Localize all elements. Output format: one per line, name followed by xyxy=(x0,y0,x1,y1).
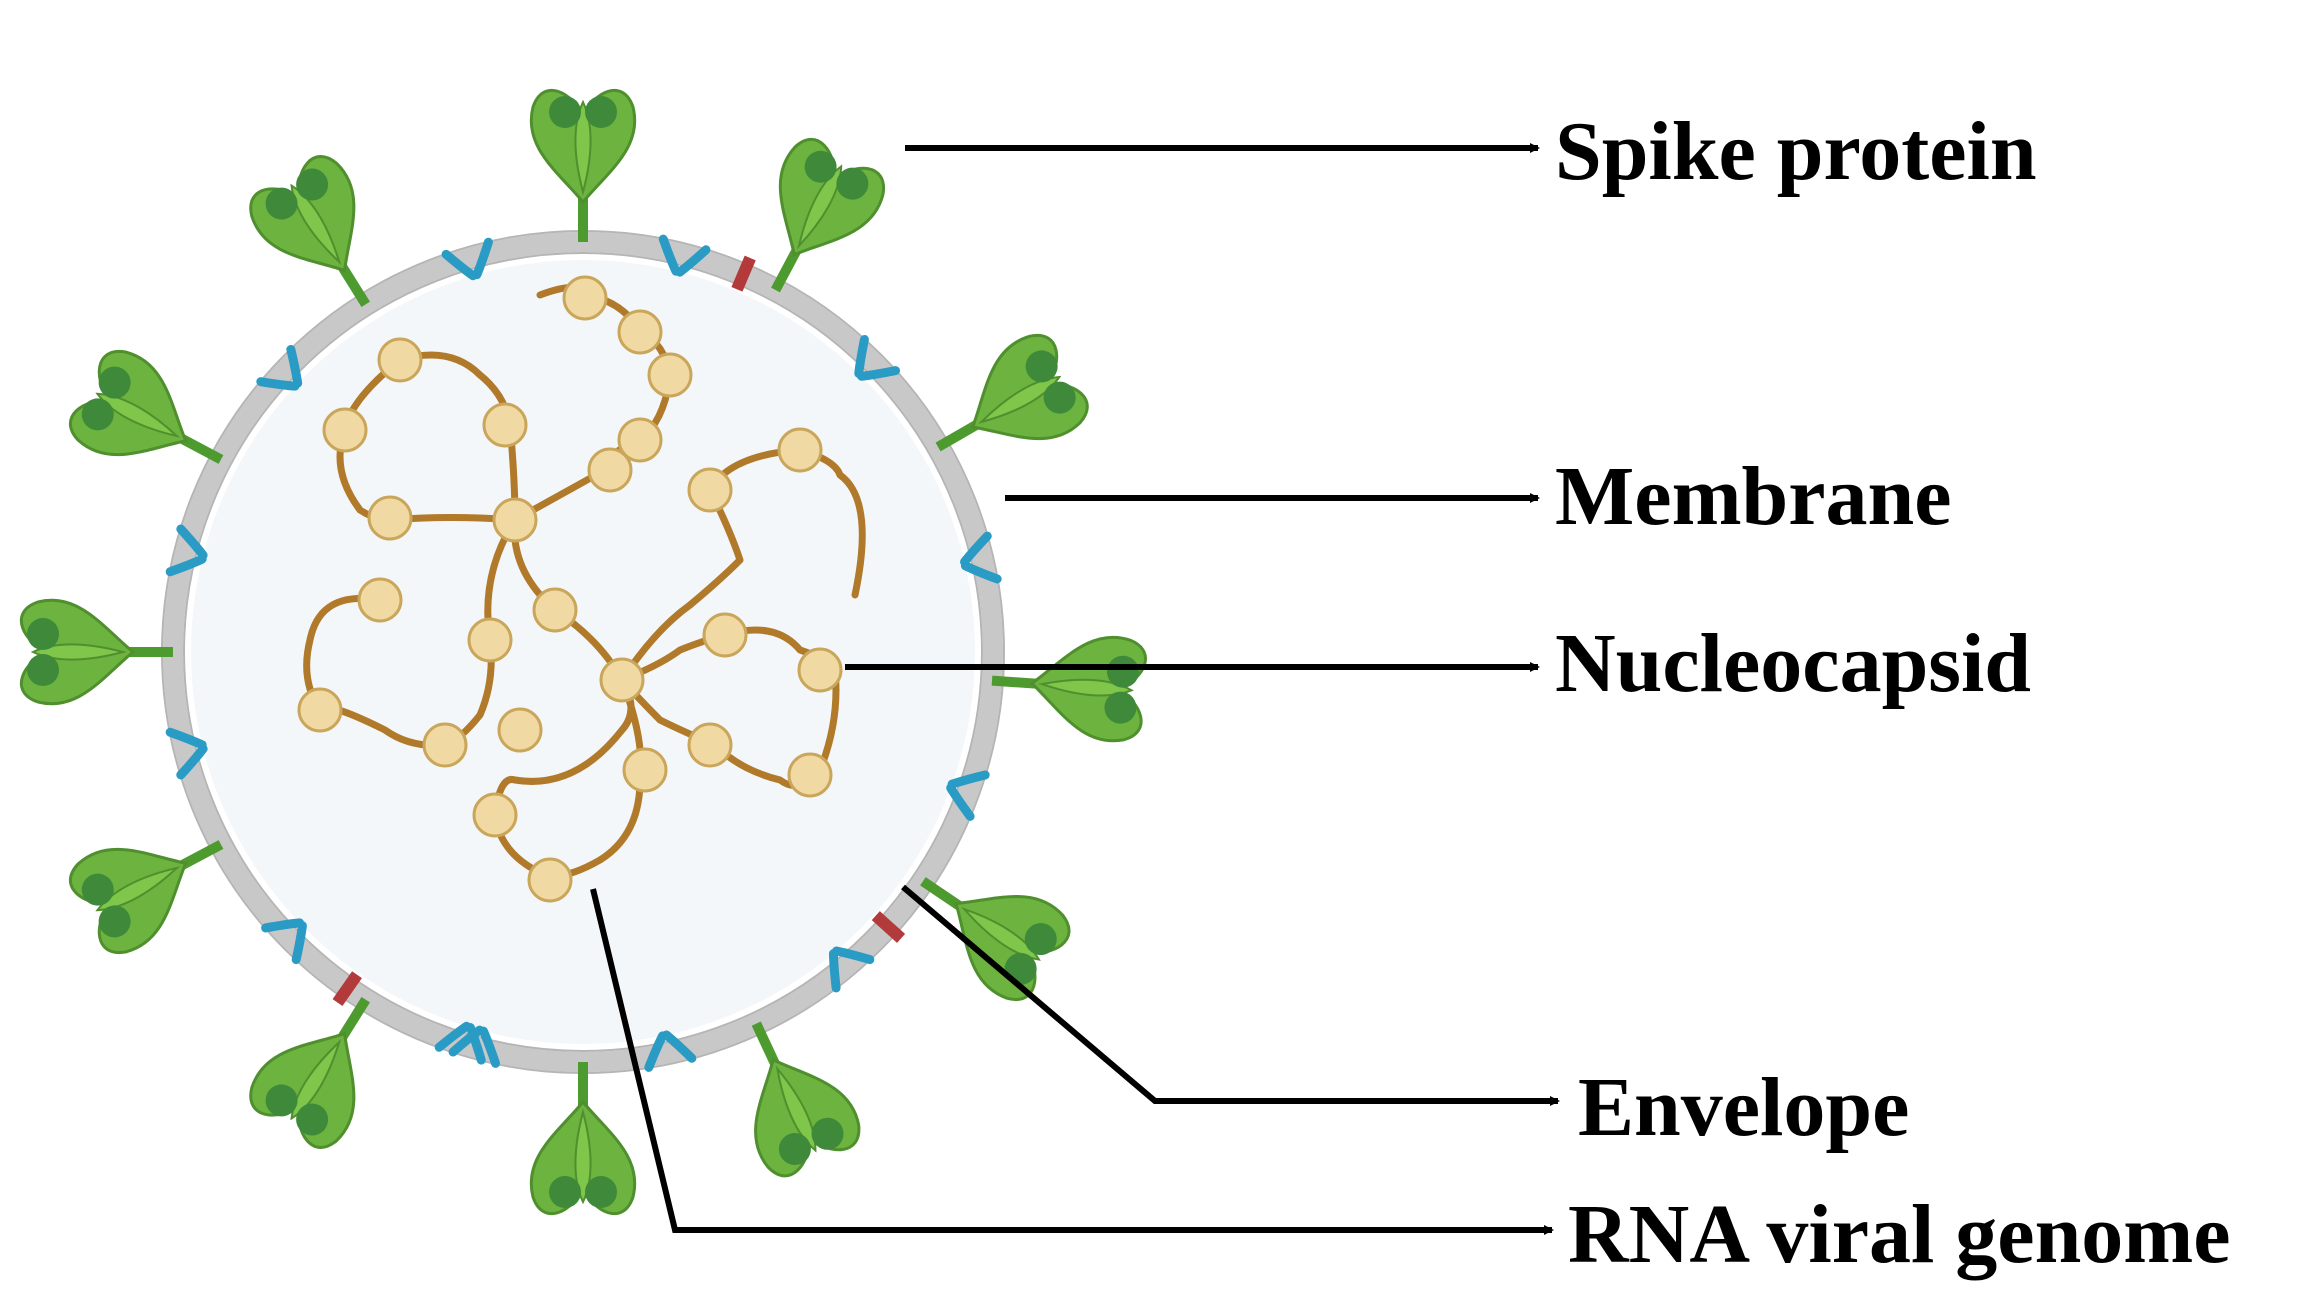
leader-lines xyxy=(590,143,1560,1235)
nucleocapsid-bead xyxy=(797,647,843,693)
nucleocapsid-bead xyxy=(599,657,645,703)
nucleocapsid-bead xyxy=(687,722,733,768)
spike xyxy=(19,598,175,706)
nucleocapsid-bead xyxy=(532,587,578,633)
nucleocapsid-bead xyxy=(777,427,823,473)
nucleocapsid-bead xyxy=(297,687,343,733)
nucleocapsid-beads xyxy=(297,275,843,903)
nucleocapsid-bead xyxy=(687,467,733,513)
nucleocapsid-bead xyxy=(357,577,403,623)
nucleocapsid-bead xyxy=(367,495,413,541)
arrow-rna-viral-genome xyxy=(590,888,1554,1235)
nucleocapsid-bead xyxy=(787,752,833,798)
nucleocapsid-bead xyxy=(377,337,423,383)
envelope-protein xyxy=(871,911,906,943)
nucleocapsid-bead xyxy=(527,857,573,903)
nucleocapsid-bead xyxy=(482,402,528,448)
label-nucleocapsid: Nucleocapsid xyxy=(1555,617,2032,710)
label-rna-viral-genome: RNA viral genome xyxy=(1568,1188,2231,1281)
envelope-proteins xyxy=(332,255,906,1007)
nucleocapsid-bead xyxy=(497,707,543,753)
nucleocapsid-bead xyxy=(702,612,748,658)
label-membrane: Membrane xyxy=(1555,450,1952,543)
spike xyxy=(529,1060,637,1216)
nucleocapsid-bead xyxy=(322,407,368,453)
nucleocapsid-bead xyxy=(472,792,518,838)
nucleocapsid-bead xyxy=(647,352,693,398)
envelope-protein xyxy=(731,255,756,292)
envelope-protein xyxy=(332,971,362,1007)
spike xyxy=(529,88,637,244)
label-spike-protein: Spike protein xyxy=(1555,105,2037,198)
nucleocapsid-bead xyxy=(587,447,633,493)
nucleocapsid-bead xyxy=(422,722,468,768)
spike xyxy=(986,627,1149,745)
nucleocapsid-bead xyxy=(622,747,668,793)
nucleocapsid-bead xyxy=(617,417,663,463)
nucleocapsid-bead xyxy=(492,497,538,543)
nucleocapsid-bead xyxy=(617,309,663,355)
nucleocapsid-bead xyxy=(562,275,608,321)
label-envelope: Envelope xyxy=(1578,1061,1910,1154)
nucleocapsid-bead xyxy=(467,617,513,663)
arrow-envelope xyxy=(901,884,1560,1106)
